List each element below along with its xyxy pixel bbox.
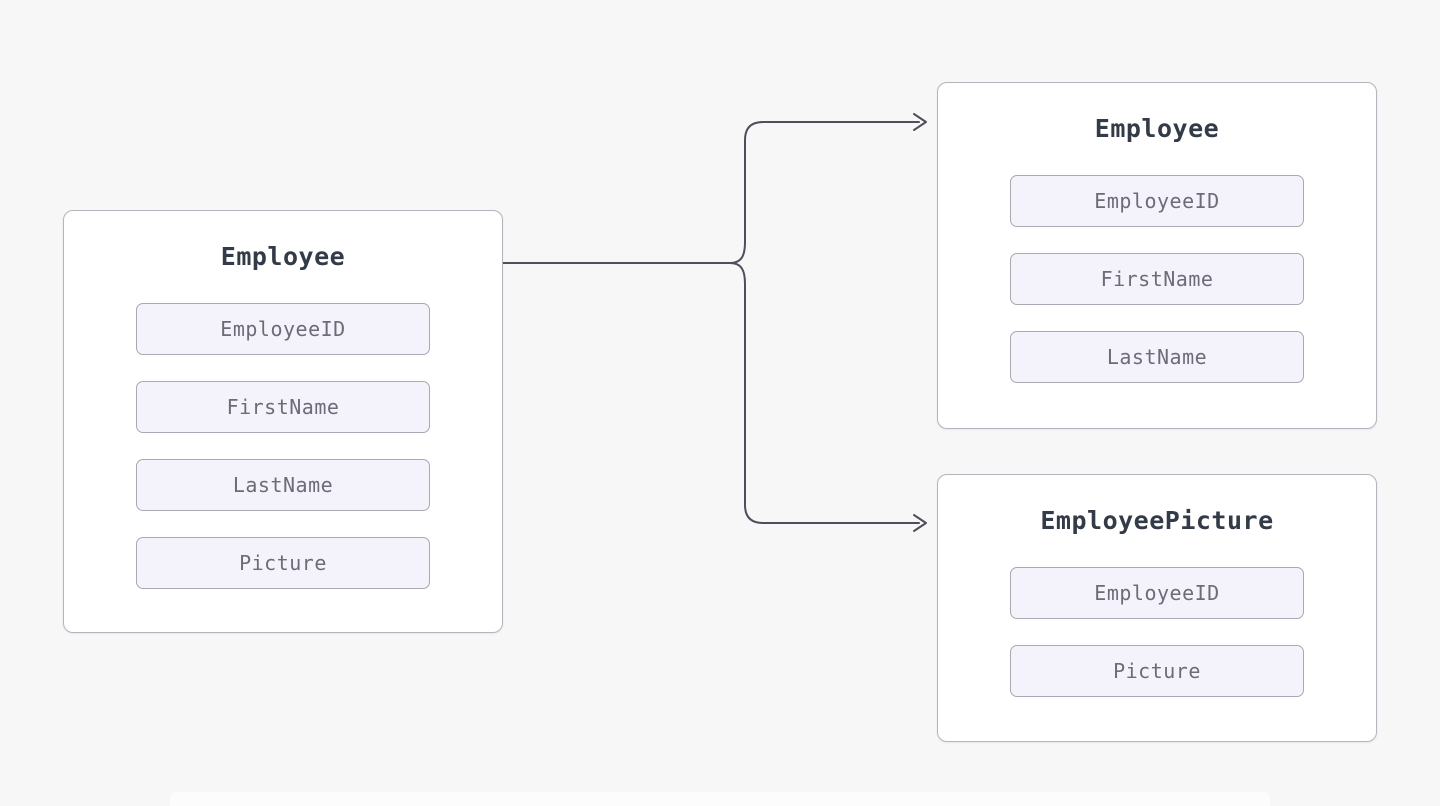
field-lastname: LastName xyxy=(136,459,430,511)
table-card-source-employee: Employee EmployeeID FirstName LastName P… xyxy=(63,210,503,633)
field-employeeid: EmployeeID xyxy=(1010,175,1304,227)
connector-branch-lower xyxy=(729,262,920,524)
field-lastname: LastName xyxy=(1010,331,1304,383)
field-employeeid: EmployeeID xyxy=(1010,567,1304,619)
table-title: Employee xyxy=(1094,114,1220,143)
arrow-right-icon xyxy=(913,514,927,532)
table-card-target-employee-picture: EmployeePicture EmployeeID Picture xyxy=(937,474,1377,742)
field-firstname: FirstName xyxy=(1010,253,1304,305)
field-picture: Picture xyxy=(136,537,430,589)
table-card-target-employee: Employee EmployeeID FirstName LastName xyxy=(937,82,1377,429)
arrow-right-icon xyxy=(913,113,927,131)
bottom-strip xyxy=(170,792,1270,806)
field-employeeid: EmployeeID xyxy=(136,303,430,355)
field-picture: Picture xyxy=(1010,645,1304,697)
connector-branch-upper xyxy=(502,121,920,264)
table-title: Employee xyxy=(220,242,346,271)
field-firstname: FirstName xyxy=(136,381,430,433)
table-title: EmployeePicture xyxy=(1040,506,1274,535)
